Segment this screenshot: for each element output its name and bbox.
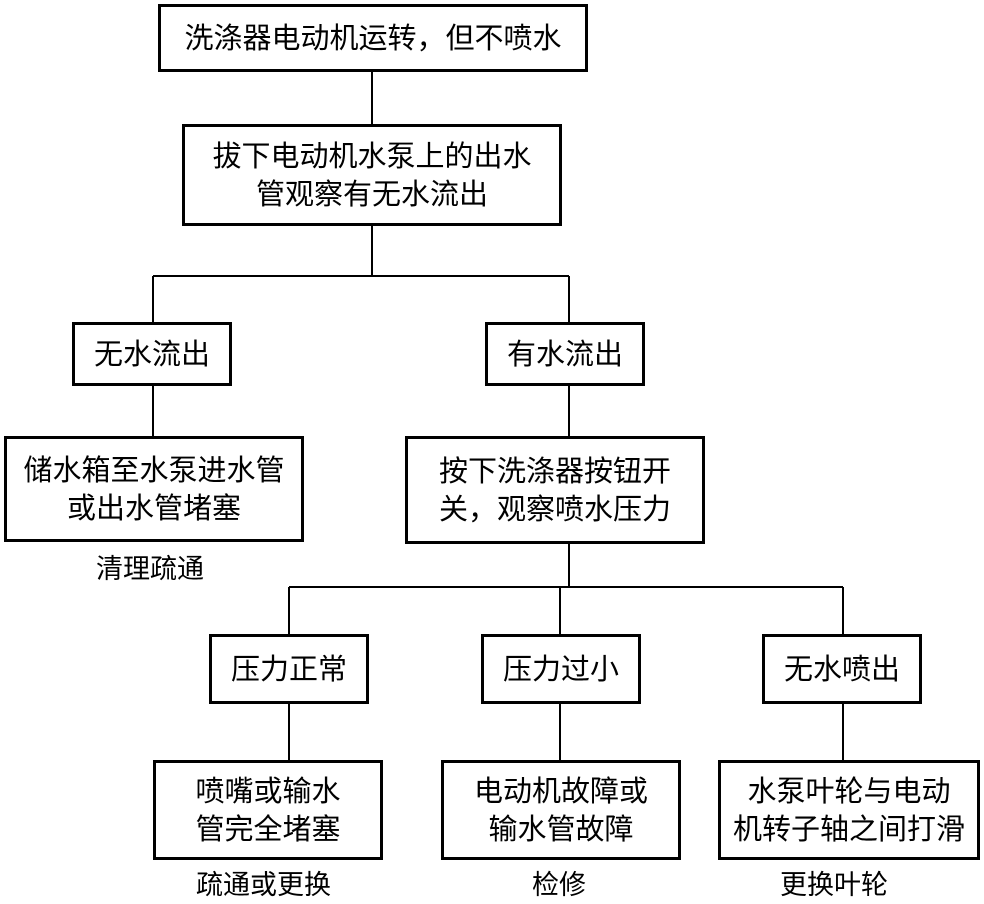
has-flow-text: 有水流出 bbox=[506, 337, 623, 371]
check-outlet-line2: 管观察有无水流出 bbox=[255, 177, 488, 211]
motor-fault-line2: 输水管故障 bbox=[488, 812, 634, 846]
check-outlet-box: 拔下电动机水泵上的出水 管观察有无水流出 bbox=[182, 124, 562, 226]
has-flow-box: 有水流出 bbox=[485, 322, 645, 386]
check-outlet-line1: 拔下电动机水泵上的出水 bbox=[212, 139, 532, 173]
impeller-slip-remedy: 更换叶轮 bbox=[780, 870, 888, 901]
blocked-pipe-remedy: 清理疏通 bbox=[96, 554, 204, 585]
nozzle-blocked-line2: 管完全堵塞 bbox=[195, 812, 341, 846]
impeller-slip-line1: 水泵叶轮与电动 bbox=[747, 774, 951, 808]
impeller-slip-box: 水泵叶轮与电动 机转子轴之间打滑 bbox=[718, 760, 980, 860]
pressure-normal-box: 压力正常 bbox=[209, 634, 369, 704]
blocked-pipe-line1: 储水箱至水泵进水管 bbox=[23, 453, 285, 487]
impeller-slip-line2: 机转子轴之间打滑 bbox=[732, 812, 965, 846]
check-pressure-line1: 按下洗涤器按钮开 bbox=[438, 454, 671, 488]
pressure-normal-text: 压力正常 bbox=[230, 652, 347, 686]
pressure-low-box: 压力过小 bbox=[481, 634, 641, 704]
no-spray-box: 无水喷出 bbox=[762, 634, 922, 704]
root-box: 洗涤器电动机运转，但不喷水 bbox=[158, 4, 588, 72]
nozzle-blocked-remedy: 疏通或更换 bbox=[196, 870, 331, 901]
no-flow-text: 无水流出 bbox=[93, 337, 210, 371]
check-pressure-line2: 关，观察喷水压力 bbox=[438, 492, 671, 526]
blocked-pipe-box: 储水箱至水泵进水管 或出水管堵塞 bbox=[4, 436, 304, 542]
motor-fault-remedy: 检修 bbox=[532, 870, 586, 901]
blocked-pipe-line2: 或出水管堵塞 bbox=[66, 491, 241, 525]
motor-fault-line1: 电动机故障或 bbox=[473, 774, 648, 808]
no-spray-text: 无水喷出 bbox=[783, 652, 900, 686]
pressure-low-text: 压力过小 bbox=[502, 652, 619, 686]
nozzle-blocked-line1: 喷嘴或输水 bbox=[195, 774, 341, 808]
no-flow-box: 无水流出 bbox=[72, 322, 232, 386]
check-pressure-box: 按下洗涤器按钮开 关，观察喷水压力 bbox=[405, 436, 705, 544]
motor-fault-box: 电动机故障或 输水管故障 bbox=[441, 760, 681, 860]
nozzle-blocked-box: 喷嘴或输水 管完全堵塞 bbox=[153, 760, 383, 860]
root-text: 洗涤器电动机运转，但不喷水 bbox=[184, 21, 562, 55]
